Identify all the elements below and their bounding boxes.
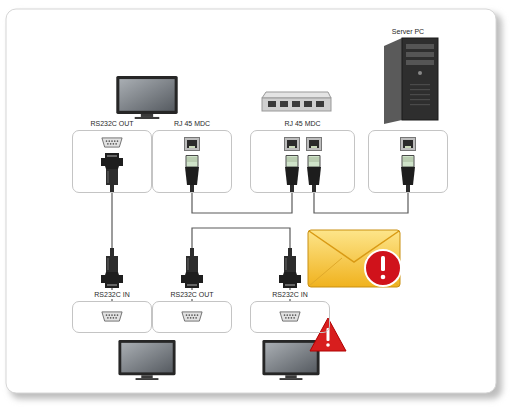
serial-plug (181, 248, 203, 288)
serial-plug (279, 248, 301, 288)
port-label: RS232C OUT (90, 119, 133, 128)
vent (410, 94, 430, 95)
rj45-plug (307, 156, 321, 194)
mail-alert-icon (308, 230, 401, 287)
drive-bay (406, 60, 434, 65)
port-label: RS232C OUT (170, 290, 213, 299)
panel (6, 9, 496, 393)
alert-circle (365, 250, 401, 286)
vent (410, 104, 430, 105)
rj45-port (401, 138, 416, 151)
server-tower (384, 38, 438, 124)
server-front (402, 38, 438, 120)
switch-port (268, 101, 276, 107)
connector-box: RS232C OUT (152, 301, 232, 333)
drive-bay (406, 44, 434, 49)
port-label: RJ 45 MDC (284, 119, 320, 128)
box-heading: RS232C IN (270, 290, 309, 299)
vent (410, 84, 430, 85)
switch-port (292, 101, 300, 107)
rj45-port (185, 138, 200, 151)
power-button (418, 71, 422, 75)
serial-port (102, 138, 122, 147)
serial-plug (101, 248, 123, 288)
port-label: RS232C IN (272, 290, 307, 299)
drive-bay (406, 52, 434, 57)
server-side (384, 38, 402, 124)
connector-box: RJ 45 MDC (250, 130, 355, 193)
warning-shape (310, 318, 346, 351)
monitor-icon (118, 340, 175, 380)
box-heading: RS232C OUT (88, 119, 135, 128)
exclamation-mark (381, 256, 385, 271)
cable-line (314, 193, 408, 213)
switch-port (304, 101, 312, 107)
connector-box: RS232C OUT (72, 130, 152, 193)
rj45-plug (285, 156, 299, 194)
box-heading: RS232C OUT (168, 290, 215, 299)
serial-plug (101, 153, 123, 193)
vent (410, 99, 430, 100)
connector-box: Server PC (368, 130, 448, 193)
box-heading: RS232C IN (92, 290, 131, 299)
port-label: RJ 45 MDC (174, 119, 210, 128)
rj45-port (307, 138, 322, 151)
switch-top (262, 92, 331, 98)
port-label: RS232C IN (94, 290, 129, 299)
network-switch (262, 92, 331, 111)
rj45-plug (185, 156, 199, 194)
port-label: Server PC (392, 27, 424, 36)
serial-port (182, 312, 202, 321)
box-heading: Server PC (390, 27, 426, 36)
serial-port (280, 312, 300, 321)
monitor-icon (116, 76, 177, 119)
envelope (308, 230, 400, 287)
connector-box: RJ 45 MDC (152, 130, 232, 193)
serial-port (102, 312, 122, 321)
exclamation-mark (327, 328, 330, 341)
exclamation-dot (326, 343, 330, 347)
rj45-plug (401, 156, 415, 194)
exclamation-dot (381, 275, 386, 280)
warning-triangle (310, 318, 346, 351)
connector-box: RS232C IN (250, 301, 330, 333)
switch-port (316, 101, 324, 107)
cable-line (192, 193, 292, 213)
switch-port (280, 101, 288, 107)
rj45-port (285, 138, 300, 151)
monitor-icon (262, 340, 319, 380)
box-heading: RJ 45 MDC (282, 119, 322, 128)
vent (410, 89, 430, 90)
connector-box: RS232C IN (72, 301, 152, 333)
switch-front (262, 98, 331, 111)
box-heading: RJ 45 MDC (172, 119, 212, 128)
